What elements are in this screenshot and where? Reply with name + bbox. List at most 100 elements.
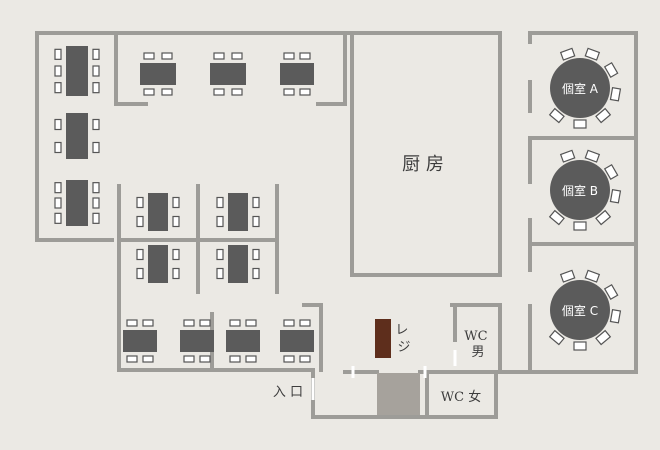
chair <box>283 319 295 327</box>
chair <box>252 215 260 228</box>
chair <box>231 52 243 60</box>
table <box>148 193 168 231</box>
chair <box>54 65 62 77</box>
table <box>226 330 260 352</box>
table <box>123 330 157 352</box>
chair <box>92 212 100 224</box>
private-room-label: 個室 C <box>562 303 598 318</box>
chair <box>199 319 211 327</box>
chair <box>142 319 154 327</box>
chair <box>603 283 619 301</box>
chair <box>548 209 565 226</box>
private-rooms: 個室 A 個室 B 個室 C <box>548 47 622 351</box>
chair <box>213 88 225 96</box>
chair <box>283 88 295 96</box>
chair <box>172 196 180 209</box>
chair <box>245 319 257 327</box>
chair <box>584 47 601 61</box>
table <box>228 193 248 231</box>
chair <box>92 118 100 131</box>
round-table <box>550 280 610 340</box>
chair <box>283 355 295 363</box>
chair <box>92 182 100 194</box>
chair <box>595 107 612 124</box>
chair <box>299 52 311 60</box>
chair <box>245 355 257 363</box>
chair <box>142 355 154 363</box>
table <box>66 46 88 96</box>
entrance-label: 入 口 <box>273 385 303 400</box>
chair <box>584 149 601 163</box>
chair <box>573 221 587 231</box>
chair <box>183 319 195 327</box>
private-room-a: 個室 A <box>548 47 622 129</box>
chair <box>92 65 100 77</box>
register-label-line1: レ <box>395 323 408 338</box>
chair <box>136 248 144 261</box>
chair <box>54 118 62 131</box>
chair <box>136 267 144 280</box>
chair <box>161 52 173 60</box>
chair <box>136 196 144 209</box>
chair <box>609 188 622 204</box>
chair <box>252 196 260 209</box>
round-table <box>550 160 610 220</box>
chair <box>54 182 62 194</box>
chair <box>609 86 622 102</box>
chair <box>172 215 180 228</box>
chair <box>216 248 224 261</box>
wc-men-label-line1: WC <box>464 329 487 344</box>
register-label: レ ジ <box>395 323 412 355</box>
chair <box>584 269 601 283</box>
entrance-mat <box>377 373 420 415</box>
chair <box>229 355 241 363</box>
chair <box>559 149 576 163</box>
chair <box>299 88 311 96</box>
table <box>228 245 248 283</box>
table <box>148 245 168 283</box>
table <box>210 63 246 85</box>
chair <box>143 52 155 60</box>
chair <box>252 267 260 280</box>
chair <box>559 47 576 61</box>
chair <box>143 88 155 96</box>
chair <box>299 319 311 327</box>
chair <box>92 48 100 60</box>
table <box>180 330 214 352</box>
chair <box>216 215 224 228</box>
chair <box>603 163 619 181</box>
chair <box>54 141 62 154</box>
chair <box>573 119 587 129</box>
register-counter <box>375 319 391 358</box>
round-table <box>550 58 610 118</box>
chair <box>199 355 211 363</box>
chair <box>229 319 241 327</box>
chair <box>92 197 100 209</box>
wc-men-label-line2: 男 <box>471 345 484 360</box>
chair <box>126 355 138 363</box>
private-room-label: 個室 B <box>562 183 598 198</box>
table <box>66 113 88 159</box>
wc-men-label: WC 男 <box>464 329 491 360</box>
chair <box>126 319 138 327</box>
chair <box>573 341 587 351</box>
table <box>140 63 176 85</box>
chair <box>54 197 62 209</box>
chair <box>92 82 100 94</box>
chair <box>161 88 173 96</box>
chair <box>231 88 243 96</box>
chair <box>559 269 576 283</box>
chair <box>54 82 62 94</box>
register-label-line2: ジ <box>397 340 410 355</box>
chair <box>216 267 224 280</box>
chair <box>172 267 180 280</box>
chair <box>183 355 195 363</box>
table <box>280 330 314 352</box>
chair <box>54 212 62 224</box>
chair <box>92 141 100 154</box>
private-room-label: 個室 A <box>562 81 599 96</box>
chair <box>609 308 622 324</box>
chair <box>595 329 612 346</box>
private-room-b: 個室 B <box>548 149 622 231</box>
